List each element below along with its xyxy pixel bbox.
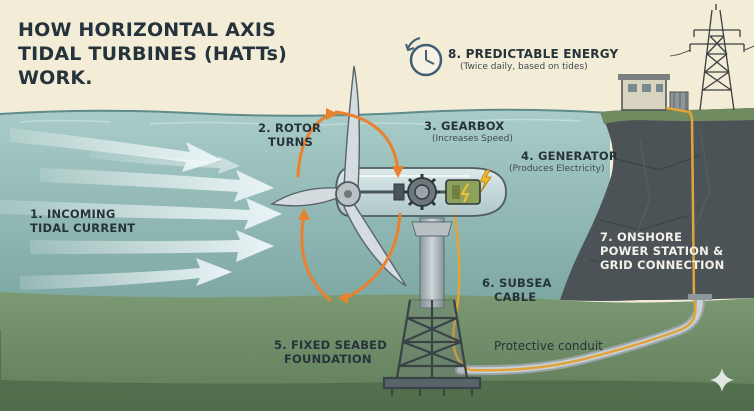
power-station	[618, 74, 689, 111]
title-line-3: WORK.	[18, 67, 93, 89]
cable-up-cliff	[665, 106, 696, 301]
label-generator: 4. GENERATOR (Produces Electricity)	[509, 149, 618, 174]
water-surface	[0, 108, 611, 117]
sparkle-icon	[710, 368, 734, 392]
label-subsea-cable: 6. SUBSEA CABLE	[482, 276, 552, 304]
subsea-cable	[450, 199, 697, 372]
label-predictable-energy: 8. PREDICTABLE ENERGY (Twice daily, base…	[448, 47, 619, 72]
jacket-foundation	[382, 298, 482, 396]
diagram-title: HOW HORIZONTAL AXIS TIDAL TURBINES (HATT…	[18, 18, 287, 90]
generator	[445, 179, 481, 205]
title-line-2: TIDAL TURBINES (HATTs)	[18, 43, 288, 65]
rotation-arrows	[296, 110, 402, 302]
turbine-tower	[411, 217, 453, 309]
lightning-icon	[479, 169, 492, 193]
label-protective-conduit: Protective conduit	[494, 339, 603, 353]
gearbox	[393, 174, 440, 210]
tidal-current-arrows	[0, 128, 282, 290]
label-foundation: 5. FIXED SEABED FOUNDATION	[274, 338, 387, 366]
label-rotor: 2. ROTOR TURNS	[258, 121, 322, 149]
label-gearbox: 3. GEARBOX (Increases Speed)	[424, 119, 513, 144]
cliff	[560, 108, 754, 301]
label-onshore-station: 7. ONSHORE POWER STATION & GRID CONNECTI…	[600, 230, 725, 272]
label-incoming-current: 1. INCOMING TIDAL CURRENT	[30, 207, 136, 235]
rotor-blades	[270, 65, 407, 287]
pylon-icon	[669, 4, 754, 111]
clock-icon	[405, 37, 443, 77]
title-line-1: HOW HORIZONTAL AXIS	[18, 19, 277, 41]
